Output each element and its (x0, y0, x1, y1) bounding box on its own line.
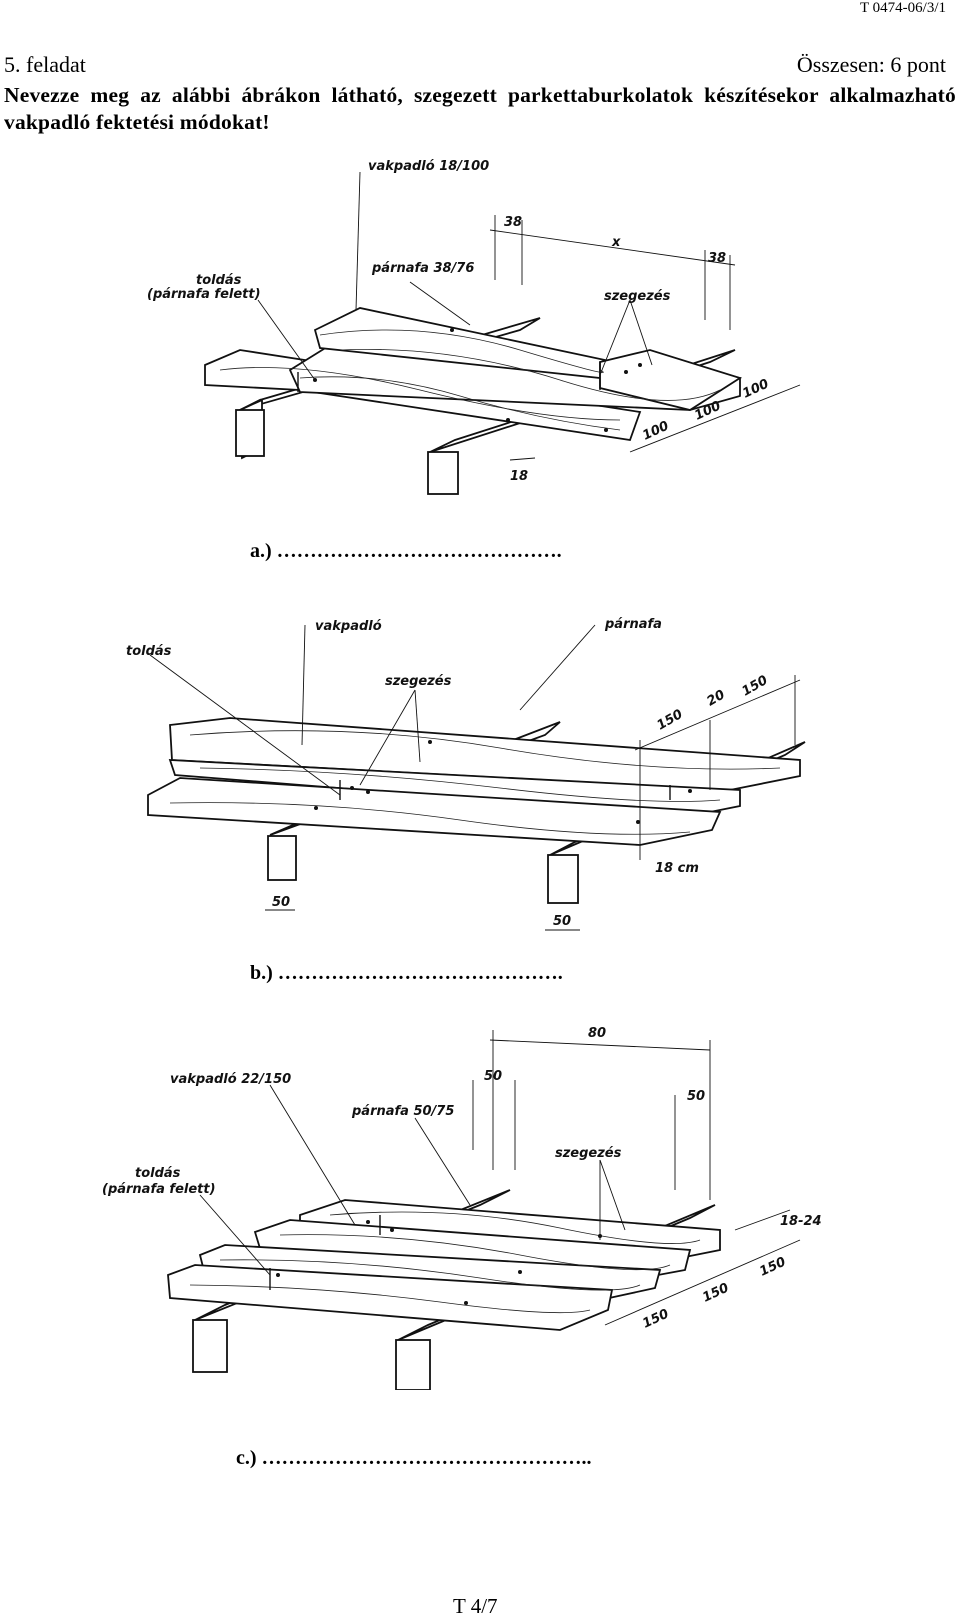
figure-a-dim-100a: 100 (640, 419, 671, 444)
figure-b-dim-50a: 50 (272, 895, 290, 910)
figure-a-drawing: vakpadló 18/100 párnafa 38/76 toldás (pá… (147, 159, 801, 495)
figure-a-dim-x: x (611, 235, 621, 250)
figure-c-drawing: vakpadló 22/150 párnafa 50/75 toldás (pá… (102, 1026, 822, 1390)
answer-a-label: a.) (250, 540, 272, 562)
figure-c-dim-50b: 50 (687, 1089, 705, 1104)
task-question: Nevezze meg az alábbi ábrákon látható, s… (4, 83, 956, 134)
figure-c-dim-150a: 150 (640, 1307, 671, 1332)
figure-a-dim-38a: 38 (504, 215, 522, 230)
task-title: 5. feladat (4, 52, 86, 77)
answer-c-blank[interactable]: ………………………………………….. (261, 1447, 592, 1469)
figure-b-label-vakpadlo: vakpadló (315, 619, 382, 634)
figure-b-dim-20: 20 (705, 687, 728, 709)
figure-b-drawing: vakpadló párnafa toldás szegezés 150 20 … (126, 617, 806, 931)
figure-c-dim-50a: 50 (484, 1069, 502, 1084)
figure-a-label-toldas-sub: (párnafa felett) (147, 287, 261, 302)
task-points: Összesen: 6 pont (796, 52, 946, 77)
figure-c-label-parnafa: párnafa 50/75 (351, 1104, 454, 1119)
answer-b-label: b.) (250, 962, 273, 984)
figure-a-dim-38b: 38 (708, 251, 726, 266)
figure-a-boards (204, 307, 743, 442)
figure-c-dim-150b: 150 (700, 1281, 731, 1306)
figure-c-dim-150c: 150 (757, 1255, 788, 1280)
answer-c-label: c.) (236, 1447, 257, 1469)
figure-b-label-toldas: toldás (126, 644, 172, 659)
figure-a-label-parnafa: párnafa 38/76 (371, 261, 474, 276)
figure-c-dim-80: 80 (588, 1026, 606, 1041)
figure-c-label-toldas: toldás (135, 1166, 181, 1181)
figure-c-label-vakpadlo: vakpadló 22/150 (170, 1072, 291, 1087)
figure-b-dim-150b: 150 (740, 673, 771, 700)
figure-c-dim-18-24: 18-24 (780, 1214, 822, 1229)
figure-c-boards (167, 1199, 721, 1331)
figure-b-dim-150a: 150 (655, 707, 686, 734)
figure-c-label-szegezes: szegezés (555, 1146, 622, 1161)
figure-c-label-toldas-sub: (párnafa felett) (102, 1182, 216, 1197)
figure-a-label-vakpadlo: vakpadló 18/100 (368, 159, 489, 174)
figure-b-boards (147, 717, 801, 846)
page-number: T 4/7 (453, 1594, 498, 1618)
figure-a-label-toldas: toldás (196, 273, 242, 288)
figure-b-dim-18cm: 18 cm (655, 861, 699, 876)
figure-b-label-parnafa: párnafa (604, 617, 662, 632)
answer-b: b.) ……………………………………. (250, 962, 563, 985)
figure-a-dim-18: 18 (510, 469, 528, 484)
answer-b-blank[interactable]: ……………………………………. (277, 962, 563, 984)
answer-c: c.) ………………………………………….. (236, 1447, 592, 1470)
figure-a-label-szegezes: szegezés (604, 289, 671, 304)
answer-a-blank[interactable]: ……………………………………. (276, 540, 562, 562)
document-code: T 0474-06/3/1 (860, 0, 946, 16)
figure-b-label-szegezes: szegezés (385, 674, 452, 689)
answer-a: a.) ……………………………………. (250, 540, 562, 563)
figure-b-dim-50b: 50 (553, 914, 571, 929)
